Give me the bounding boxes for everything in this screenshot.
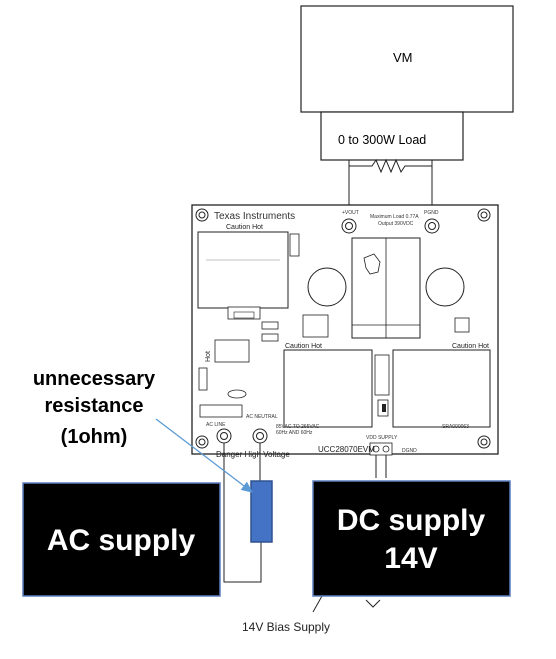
ac-supply-box [22, 482, 221, 597]
input-spec-2: 60Hz AND 60Hz [276, 430, 313, 436]
vdd-label: VDD SUPPLY [366, 435, 398, 441]
caution-hot-right: Caution Hot [452, 343, 489, 350]
mounting-holes [195, 208, 491, 449]
load-box [320, 111, 464, 161]
dgnd-label: DGND [402, 448, 417, 454]
cap-left [307, 267, 347, 307]
annotation-line-1: unnecessary [33, 368, 156, 390]
vout-label: +VOUT [342, 210, 359, 216]
bias-supply-label: 14V Bias Supply [242, 620, 330, 634]
dc-supply-label-2: 14V [384, 542, 437, 575]
model-text: UCC28070EVM [318, 445, 375, 454]
max-load-text: Maximum Load 0.77A [370, 214, 419, 220]
bridge-rectifier [214, 339, 250, 363]
pgnd-label: PGND [424, 210, 439, 216]
cap-right [425, 267, 465, 307]
load-label: 0 to 300W Load [338, 133, 426, 147]
brand-text: Texas Instruments [214, 211, 295, 222]
ac-neutral-label: AC NEUTRAL [246, 414, 278, 420]
inductor-2 [392, 349, 491, 428]
ti-logo [363, 253, 381, 275]
vm-label: VM [393, 50, 413, 65]
annotation-line-2: resistance [45, 395, 144, 417]
bias-wires [312, 455, 387, 613]
input-spec-1: 85VAC TO 265VAC [276, 424, 320, 430]
caution-hot-left: Hot [205, 351, 212, 362]
dc-supply-box [312, 480, 511, 597]
ac-supply-label: AC supply [47, 524, 196, 557]
annotation-arrow [155, 418, 254, 493]
fuse [227, 389, 247, 399]
output-voltage-text: Output 390VDC [378, 221, 414, 227]
connector-small [289, 233, 300, 257]
relay [302, 314, 329, 338]
inductor-1 [283, 349, 373, 428]
ac-wires [223, 443, 262, 583]
unnecessary-resistor [250, 480, 273, 543]
vm-box [300, 5, 514, 113]
annotation-line-3: (1ohm) [61, 426, 128, 448]
fuse-holder [199, 404, 243, 418]
ac-terminals [216, 428, 268, 444]
caution-hot-mid: Caution Hot [285, 343, 322, 350]
dc-supply-label-1: DC supply [337, 504, 486, 537]
doc-code: SRA000063 [442, 424, 469, 430]
danger-text: Danger High Voltage [216, 450, 290, 459]
ac-line-label: AC LINE [206, 422, 226, 428]
heatsink-left [197, 231, 289, 309]
output-terminals [341, 218, 440, 234]
caution-hot-top: Caution Hot [226, 224, 263, 231]
